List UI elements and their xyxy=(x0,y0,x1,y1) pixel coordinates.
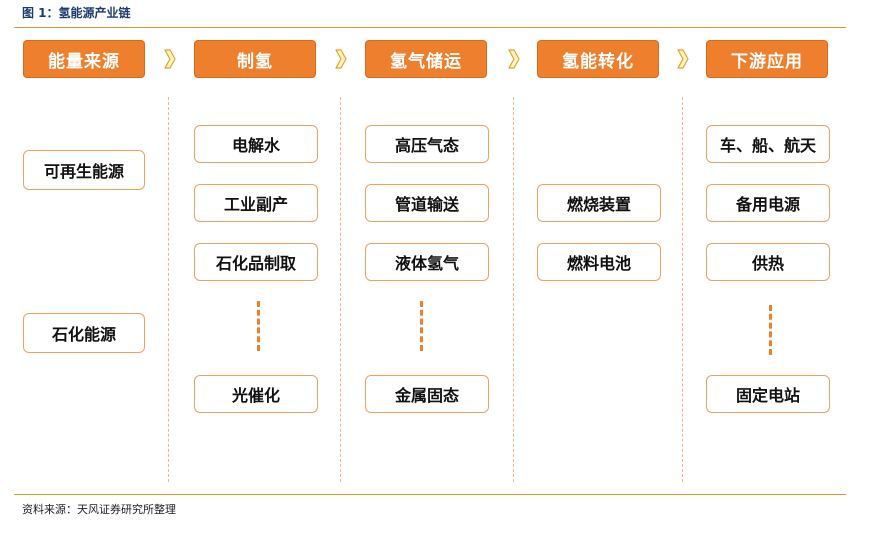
item-metal-solid-state: 金属固态 xyxy=(365,375,489,413)
chevron-right-icon xyxy=(508,49,520,69)
column-divider xyxy=(682,97,683,482)
item-petrochemical-extraction: 石化品制取 xyxy=(194,243,318,281)
top-rule xyxy=(14,27,846,28)
vertical-dashes-icon xyxy=(257,301,260,351)
stage-header-energy-source: 能量来源 xyxy=(23,40,145,78)
item-industrial-byproduct: 工业副产 xyxy=(194,184,318,222)
item-high-pressure-gas: 高压气态 xyxy=(365,125,489,163)
stage-header-hydrogen-production: 制氢 xyxy=(194,40,316,78)
item-renewable-energy: 可再生能源 xyxy=(23,150,145,190)
bottom-rule xyxy=(14,494,846,495)
item-electrolysis: 电解水 xyxy=(194,125,318,163)
item-heating: 供热 xyxy=(706,243,830,281)
stage-header-conversion: 氢能转化 xyxy=(537,40,659,78)
item-fossil-energy: 石化能源 xyxy=(23,313,145,353)
item-pipeline-transport: 管道输送 xyxy=(365,184,489,222)
column-divider xyxy=(168,97,169,482)
column-divider xyxy=(513,97,514,482)
item-photocatalysis: 光催化 xyxy=(194,375,318,413)
stage-header-downstream: 下游应用 xyxy=(706,40,828,78)
item-combustion-device: 燃烧装置 xyxy=(537,184,661,222)
item-vehicles-ships-aerospace: 车、船、航天 xyxy=(706,125,830,163)
chevron-right-icon xyxy=(677,49,689,69)
item-liquid-hydrogen: 液体氢气 xyxy=(365,243,489,281)
chevron-right-icon xyxy=(164,49,176,69)
column-divider xyxy=(340,97,341,482)
item-fixed-power-station: 固定电站 xyxy=(706,375,830,413)
figure-title: 图 1：氢能源产业链 xyxy=(22,6,131,20)
source-note: 资料来源：天风证券研究所整理 xyxy=(22,503,176,516)
vertical-dashes-icon xyxy=(420,301,423,351)
chevron-right-icon xyxy=(335,49,347,69)
item-fuel-cell: 燃料电池 xyxy=(537,243,661,281)
vertical-dashes-icon xyxy=(769,305,772,355)
stage-header-storage-transport: 氢气储运 xyxy=(365,40,487,78)
item-backup-power: 备用电源 xyxy=(706,184,830,222)
